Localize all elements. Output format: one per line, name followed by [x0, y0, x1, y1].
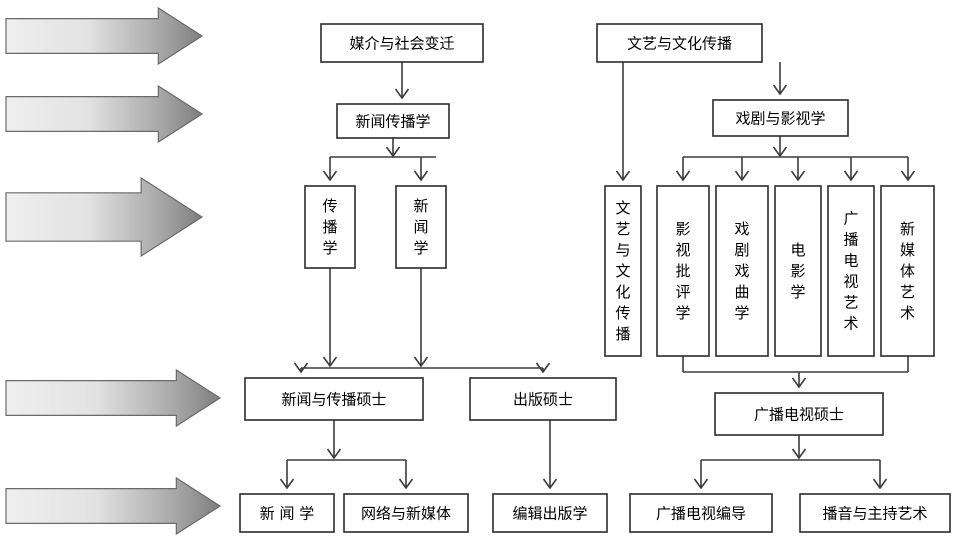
arrow-head — [413, 356, 429, 368]
node-master-radio-tv[interactable]: 广播电视硕士 — [714, 392, 884, 436]
node-drama-film-tv[interactable]: 戏剧与影视学 — [712, 99, 849, 137]
node-master-journalism-comm[interactable]: 新闻与传播硕士 — [244, 377, 424, 421]
node-label: 文艺与文化传播 — [627, 35, 732, 53]
node-box[interactable] — [714, 392, 884, 436]
node-label: 影视批评学 — [675, 220, 690, 322]
node-bachelor-broadcast-hosting[interactable]: 播音与主持艺术 — [799, 493, 951, 533]
node-label: 新媒体艺术 — [900, 220, 915, 322]
node-film-tv-criticism[interactable]: 影视批评学 — [656, 185, 710, 357]
node-bachelor-radio-tv-directing[interactable]: 广播电视编导 — [629, 493, 773, 533]
node-literature-culture-comm-top[interactable]: 文艺与文化传播 — [596, 23, 763, 63]
band-arrow-shape — [5, 476, 222, 536]
node-radio-tv-art[interactable]: 广播电视艺术 — [827, 185, 875, 357]
node-box[interactable] — [336, 103, 450, 139]
node-box[interactable] — [492, 493, 608, 533]
node-box[interactable] — [656, 185, 710, 357]
node-label: 广播电视艺术 — [843, 209, 858, 332]
node-label: 新 闻 学 — [260, 505, 315, 523]
node-label: 新闻与传播硕士 — [281, 391, 386, 409]
band-arrow-shape — [5, 6, 204, 66]
node-new-media-art[interactable]: 新媒体艺术 — [880, 185, 935, 357]
node-label: 戏剧戏曲学 — [734, 220, 749, 322]
node-box[interactable] — [880, 185, 935, 357]
band-arrow — [5, 476, 222, 536]
arrow-head — [693, 478, 709, 490]
node-box[interactable] — [799, 493, 951, 533]
node-bachelor-editing-publishing[interactable]: 编辑出版学 — [492, 493, 608, 533]
node-box[interactable] — [239, 493, 335, 533]
node-box[interactable] — [604, 185, 642, 357]
node-media-social-change[interactable]: 媒介与社会变迁 — [320, 23, 484, 63]
node-bachelor-journalism[interactable]: 新 闻 学 — [239, 493, 335, 533]
node-label: 网络与新媒体 — [361, 505, 451, 523]
arrow-head — [326, 448, 342, 460]
node-drama-opera-studies[interactable]: 戏剧戏曲学 — [715, 185, 769, 357]
band-arrow — [5, 6, 204, 66]
arrow-head — [322, 356, 338, 368]
arrow-head — [398, 478, 414, 490]
arrow-head — [872, 478, 888, 490]
arrow-head — [385, 146, 401, 158]
node-label: 电影学 — [790, 241, 805, 301]
arrow-head — [900, 170, 916, 182]
node-literature-culture-comm-vert[interactable]: 文艺与文化传播 — [604, 185, 642, 357]
band-arrow — [5, 84, 204, 144]
node-label: 戏剧与影视学 — [735, 110, 825, 128]
node-box[interactable] — [596, 23, 763, 63]
node-box[interactable] — [469, 377, 617, 421]
node-label: 新闻传播学 — [355, 113, 430, 131]
node-box[interactable] — [629, 493, 773, 533]
node-communication-studies[interactable]: 传播学 — [304, 185, 356, 269]
node-master-publishing[interactable]: 出版硕士 — [469, 377, 617, 421]
node-label: 传播学 — [322, 197, 337, 257]
node-box[interactable] — [712, 99, 849, 137]
node-box[interactable] — [827, 185, 875, 357]
node-box[interactable] — [320, 23, 484, 63]
arrow-head — [772, 84, 788, 96]
node-box[interactable] — [343, 493, 469, 533]
node-journalism-communication[interactable]: 新闻传播学 — [336, 103, 450, 139]
band-arrow-shape — [5, 368, 222, 428]
node-box[interactable] — [395, 185, 447, 269]
arrow-head — [413, 170, 429, 182]
node-bachelor-web-new-media[interactable]: 网络与新媒体 — [343, 493, 469, 533]
arrow-head — [279, 478, 295, 490]
arrow-head — [615, 170, 631, 182]
arrow-head — [772, 146, 788, 158]
arrow-head — [394, 88, 410, 100]
arrow-head — [535, 362, 551, 374]
node-label: 新闻学 — [413, 197, 428, 257]
arrow-head — [843, 170, 859, 182]
arrow-head — [293, 362, 309, 374]
arrow-head — [542, 478, 558, 490]
band-arrow-shape — [5, 84, 204, 144]
band-arrow-layer — [5, 6, 222, 536]
node-label: 出版硕士 — [513, 391, 573, 409]
band-arrow-shape — [5, 176, 204, 258]
node-label: 媒介与社会变迁 — [349, 35, 454, 53]
node-label: 文艺与文化传播 — [615, 199, 630, 343]
arrow-head — [322, 170, 338, 182]
node-box[interactable] — [774, 185, 822, 357]
node-label: 编辑出版学 — [512, 505, 587, 523]
connector-layer — [279, 62, 916, 490]
arrow-head — [791, 377, 807, 389]
node-box[interactable] — [244, 377, 424, 421]
node-film-studies[interactable]: 电影学 — [774, 185, 822, 357]
node-layer: 媒介与社会变迁文艺与文化传播新闻传播学戏剧与影视学传播学新闻学文艺与文化传播影视… — [239, 23, 951, 533]
node-box[interactable] — [304, 185, 356, 269]
arrow-head — [790, 170, 806, 182]
node-journalism-studies[interactable]: 新闻学 — [395, 185, 447, 269]
band-arrow — [5, 368, 222, 428]
node-box[interactable] — [715, 185, 769, 357]
node-label: 播音与主持艺术 — [822, 505, 927, 523]
node-label: 广播电视编导 — [656, 505, 746, 523]
arrow-head — [675, 170, 691, 182]
node-label: 广播电视硕士 — [754, 406, 844, 424]
arrow-head — [734, 170, 750, 182]
arrow-head — [791, 448, 807, 460]
band-arrow — [5, 176, 204, 258]
